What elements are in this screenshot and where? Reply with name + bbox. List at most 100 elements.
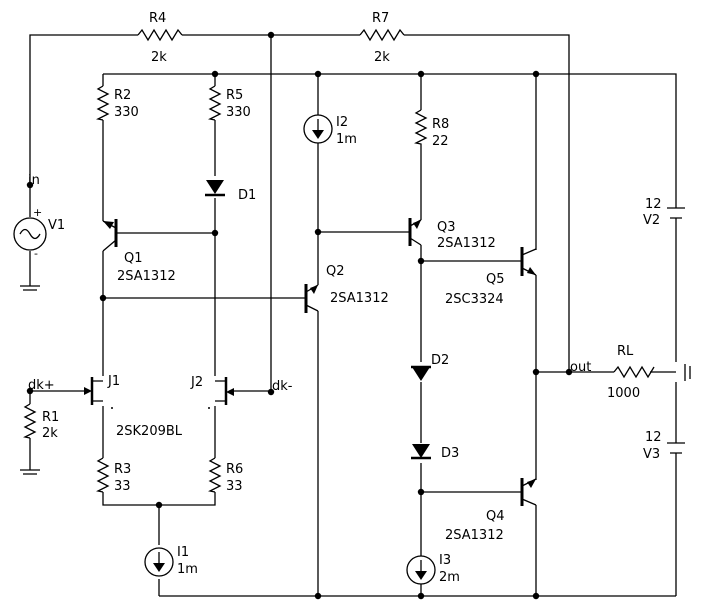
battery-v3-name: V3 [643,447,660,462]
transistor-q2[interactable]: Q2 2SA1312 [304,264,389,313]
junction-dot [314,70,322,78]
junction-dot [314,228,322,236]
resistor-r2-value: 330 [114,105,139,120]
node-label-in: in [28,173,40,188]
resistor-r5-name: R5 [226,88,243,103]
junction-dot [155,501,163,509]
transistor-q4[interactable]: Q4 2SA1312 [445,478,537,543]
junction-dot [211,70,219,78]
resistor-r8-value: 22 [432,134,449,149]
transistor-q4-name: Q4 [486,509,505,524]
transistor-q1-model: 2SA1312 [117,269,176,284]
junction-dot [267,388,275,396]
jfet-model-label: 2SK209BL [116,424,183,439]
emitter-arrow [527,479,536,488]
resistor-r1-value: 2k [42,426,58,441]
resistor-r4[interactable]: R4 2k [137,11,183,65]
resistor-rl-name: RL [617,344,634,359]
resistor-r3-name: R3 [114,462,131,477]
current-source-i1-value: 1m [177,562,198,577]
jfet-j1[interactable]: J1 [84,374,120,405]
resistor-r7-name: R7 [372,11,389,26]
diode-d1-name: D1 [238,188,256,203]
transistor-q2-name: Q2 [326,264,345,279]
junction-dot [99,294,107,302]
junction-dot [26,181,34,189]
resistor-r2[interactable]: R2 330 [96,85,139,121]
junction-dot [565,368,573,376]
diode-d1[interactable]: D1 [205,180,256,203]
junction-dot [267,31,275,39]
stray-mark [208,407,210,409]
transistor-q3-name: Q3 [437,220,456,235]
resistor-r2-name: R2 [114,88,131,103]
current-source-i3[interactable]: I3 2m [406,553,460,585]
sine-wave-icon [19,228,41,240]
diode-d2-name: D2 [431,353,449,368]
battery-v3[interactable]: 12 V3 [643,430,685,462]
resistor-r8-name: R8 [432,117,449,132]
diode-triangle [412,367,430,381]
transistor-q5[interactable]: Q5 2SC3324 [445,247,537,307]
resistor-r6[interactable]: R6 33 [208,457,243,494]
junction-dot [532,368,540,376]
transistor-q5-model: 2SC3324 [445,292,504,307]
emitter-arrow [103,221,114,229]
diode-d2[interactable]: D2 [411,353,449,381]
transistor-q4-model: 2SA1312 [445,528,504,543]
diode-triangle [206,180,224,194]
transistor-q3[interactable]: Q3 2SA1312 [408,218,496,251]
resistor-r1[interactable]: R1 2k [23,403,59,441]
battery-v2-value: 12 [645,197,662,212]
resistor-r7-value: 2k [374,50,390,65]
emitter-arrow [527,267,536,275]
current-source-i2-name: I2 [336,115,348,130]
junction-dot [417,257,425,265]
current-source-i1[interactable]: I1 1m [144,545,198,577]
v1-plus-mark: + [33,206,42,219]
resistor-r8[interactable]: R8 22 [414,109,449,150]
transistor-q2-model: 2SA1312 [330,291,389,306]
resistor-r5-value: 330 [226,105,251,120]
transistor-q1-name: Q1 [124,251,143,266]
junction-dot [417,488,425,496]
resistor-r7[interactable]: R7 2k [359,11,405,65]
diode-triangle [412,444,430,458]
v1-minus-mark: - [34,247,38,260]
current-source-i1-name: I1 [177,545,189,560]
ground-symbol-r1 [20,469,40,475]
resistor-r6-name: R6 [226,462,243,477]
jfet-j2[interactable]: J2 [190,375,234,405]
jfet-j1-name: J1 [107,374,120,389]
arrow-down-icon [415,571,427,580]
current-source-i2[interactable]: I2 1m [303,114,357,147]
diode-d3[interactable]: D3 [411,444,459,461]
resistor-rl-value: 1000 [607,386,640,401]
junction-dot [26,387,34,395]
current-source-i3-name: I3 [439,553,451,568]
battery-v2-name: V2 [643,213,660,228]
transistor-q3-model: 2SA1312 [437,236,496,251]
voltage-source-v1[interactable]: + - V1 [13,206,65,260]
resistor-rl[interactable]: RL 1000 [607,344,655,401]
arrow-down-icon [153,563,165,572]
junction-dot [314,592,322,600]
current-source-i3-value: 2m [439,570,460,585]
resistor-r4-name: R4 [149,11,166,26]
transistor-q1[interactable]: Q1 2SA1312 [102,219,176,284]
resistor-r6-value: 33 [226,479,243,494]
emitter-arrow [413,220,421,229]
current-source-i2-value: 1m [336,132,357,147]
arrow-down-icon [312,130,324,139]
resistor-r1-name: R1 [42,410,59,425]
battery-v2[interactable]: 12 V2 [643,197,685,228]
resistor-r4-value: 2k [151,50,167,65]
emitter-arrow [310,285,318,294]
resistor-r3[interactable]: R3 33 [96,457,131,494]
resistor-r5[interactable]: R5 330 [208,85,251,121]
node-label-dk-minus: dk- [272,379,293,394]
junction-dot [417,592,425,600]
voltage-source-v1-name: V1 [48,218,65,233]
junction-dot [211,229,219,237]
